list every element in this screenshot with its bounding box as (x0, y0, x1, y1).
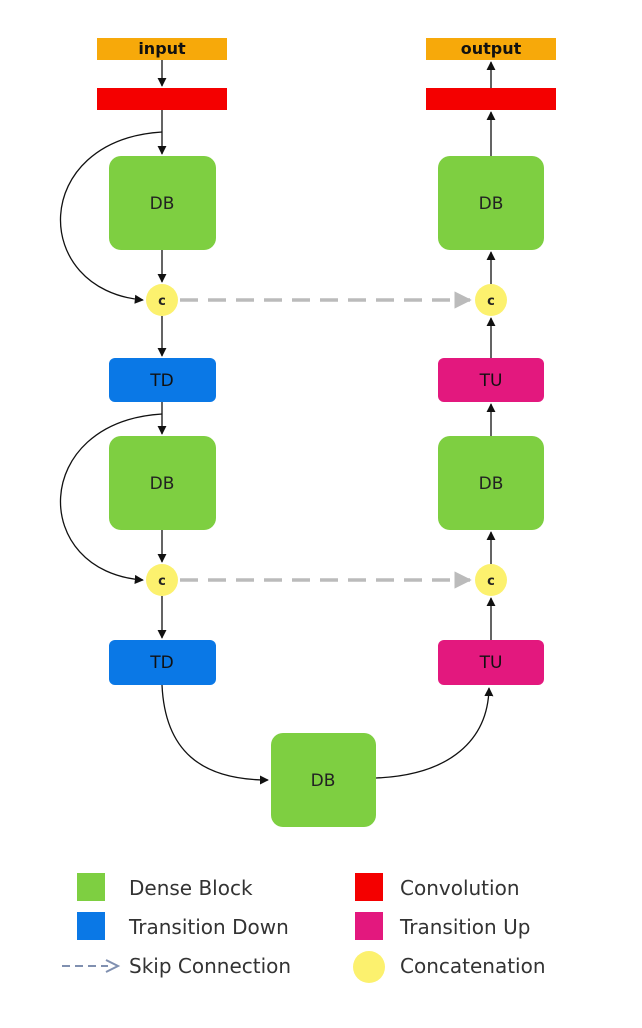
legend-swatch-concatenation (353, 951, 385, 983)
dense-block-left-1-label: DB (150, 194, 175, 214)
transition-up-2-label: TU (479, 653, 503, 673)
legend-swatch-transition-up (355, 912, 383, 940)
convolution-box-right (426, 88, 556, 110)
transition-down-2-label: TD (149, 653, 173, 673)
transition-down-1 (109, 358, 216, 402)
concat-node-right-2 (475, 564, 507, 596)
legend-swatch-transition-down (77, 912, 105, 940)
input-label: input (138, 39, 186, 58)
transition-down-2 (109, 640, 216, 685)
dense-block-right-2-label: DB (479, 474, 504, 494)
legend-swatch-convolution (355, 873, 383, 901)
legend-swatch-dense-block (77, 873, 105, 901)
dense-block-right-1 (438, 156, 544, 250)
concat-node-right-1 (475, 284, 507, 316)
dense-skip-curve-2 (59, 413, 163, 584)
concat-left-2-label: c (158, 574, 166, 589)
input-box (97, 38, 227, 60)
concat-left-1-label: c (158, 294, 166, 309)
concat-right-1-label: c (487, 294, 495, 309)
concat-node-left-1 (146, 284, 178, 316)
convolution-box-left (97, 88, 227, 110)
dense-block-left-2-label: DB (150, 474, 175, 494)
arrow-bottleneck-tu2 (375, 687, 494, 779)
legend-skip-arrowhead (105, 959, 121, 973)
concat-node-left-2 (146, 564, 178, 596)
output-label: output (461, 39, 522, 58)
transition-up-2 (438, 640, 544, 685)
dense-block-bottleneck (271, 733, 376, 827)
transition-up-1-label: TU (479, 371, 503, 391)
dense-block-right-2 (438, 436, 544, 530)
dense-block-right-1-label: DB (479, 194, 504, 214)
transition-down-1-label: TD (149, 371, 173, 391)
arrow-td2-bottleneck (161, 684, 269, 785)
dense-block-left-2 (109, 436, 216, 530)
dense-block-left-1 (109, 156, 216, 250)
dense-block-bottleneck-label: DB (311, 771, 336, 791)
concat-right-2-label: c (487, 574, 495, 589)
dense-skip-curve-1 (59, 131, 163, 304)
output-box (426, 38, 556, 60)
transition-up-1 (438, 358, 544, 402)
